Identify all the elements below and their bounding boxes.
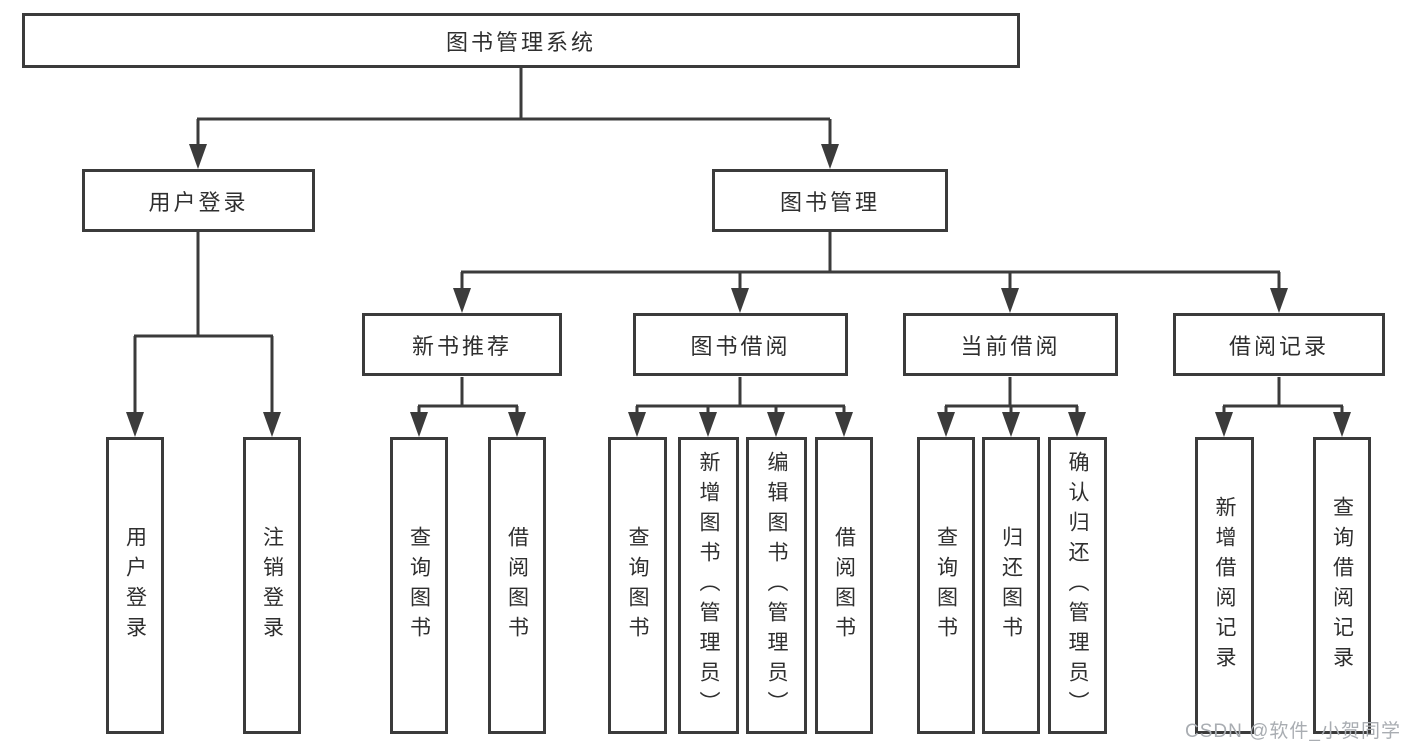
arrow-down-icon (1270, 288, 1288, 313)
arrow-down-icon (1215, 412, 1233, 437)
arrow-down-icon (699, 412, 717, 437)
leaf-borrow-add-book-label: 新增图书（管理员） (697, 450, 720, 721)
node-root: 图书管理系统 (22, 13, 1020, 68)
node-borrow-record: 借阅记录 (1173, 313, 1385, 376)
node-current-borrow: 当前借阅 (903, 313, 1118, 376)
leaf-borrow-edit-book-label: 编辑图书（管理员） (765, 450, 788, 721)
leaf-borrow-query-label: 查询图书 (626, 525, 649, 646)
leaf-borrow-query: 查询图书 (608, 437, 667, 734)
leaf-confirm-return: 确认归还（管理员） (1048, 437, 1107, 734)
leaf-newbook-borrow-label: 借阅图书 (505, 525, 529, 646)
node-user-login-label: 用户登录 (148, 189, 249, 215)
arrow-down-icon (1001, 288, 1019, 313)
leaf-current-query-label: 查询图书 (934, 525, 958, 646)
leaf-record-add-label: 新增借阅记录 (1213, 495, 1236, 676)
arrow-down-icon (835, 412, 853, 437)
leaf-borrow-add-book: 新增图书（管理员） (678, 437, 739, 734)
leaf-newbook-query-label: 查询图书 (407, 525, 431, 646)
leaf-record-query-label: 查询借阅记录 (1330, 495, 1354, 676)
leaf-record-add: 新增借阅记录 (1195, 437, 1254, 734)
arrow-down-icon (821, 144, 839, 169)
node-book-borrow: 图书借阅 (633, 313, 848, 376)
leaf-user-login: 用户登录 (106, 437, 164, 734)
arrow-down-icon (263, 412, 281, 437)
arrowhead-icons (126, 144, 1351, 437)
leaf-user-login-label: 用户登录 (123, 525, 147, 646)
watermark: CSDN @软件_小贺同学 (1185, 721, 1401, 742)
arrow-down-icon (1333, 412, 1351, 437)
arrow-down-icon (937, 412, 955, 437)
leaf-borrow-book: 借阅图书 (815, 437, 873, 734)
node-borrow-record-label: 借阅记录 (1228, 333, 1329, 359)
node-new-book-recommend-label: 新书推荐 (411, 333, 512, 359)
leaf-newbook-borrow: 借阅图书 (488, 437, 546, 734)
leaf-borrow-book-label: 借阅图书 (832, 525, 856, 646)
node-user-login: 用户登录 (82, 169, 315, 232)
node-book-borrow-label: 图书借阅 (690, 333, 791, 359)
node-book-management-label: 图书管理 (779, 189, 880, 215)
leaf-return-book-label: 归还图书 (999, 525, 1023, 646)
node-root-label: 图书管理系统 (445, 29, 596, 55)
arrow-down-icon (189, 144, 207, 169)
leaf-borrow-edit-book: 编辑图书（管理员） (746, 437, 807, 734)
leaf-logout-label: 注销登录 (260, 525, 284, 646)
node-new-book-recommend: 新书推荐 (362, 313, 562, 376)
arrow-down-icon (126, 412, 144, 437)
node-current-borrow-label: 当前借阅 (960, 333, 1061, 359)
leaf-return-book: 归还图书 (982, 437, 1040, 734)
leaf-record-query: 查询借阅记录 (1313, 437, 1371, 734)
node-book-management: 图书管理 (712, 169, 948, 232)
leaf-logout: 注销登录 (243, 437, 301, 734)
arrow-down-icon (767, 412, 785, 437)
arrow-down-icon (628, 412, 646, 437)
arrow-down-icon (508, 412, 526, 437)
leaf-newbook-query: 查询图书 (390, 437, 448, 734)
arrow-down-icon (731, 288, 749, 313)
arrow-down-icon (453, 288, 471, 313)
arrow-down-icon (1068, 412, 1086, 437)
arrow-down-icon (410, 412, 428, 437)
arrow-down-icon (1002, 412, 1020, 437)
leaf-confirm-return-label: 确认归还（管理员） (1066, 450, 1089, 721)
leaf-current-query: 查询图书 (917, 437, 975, 734)
